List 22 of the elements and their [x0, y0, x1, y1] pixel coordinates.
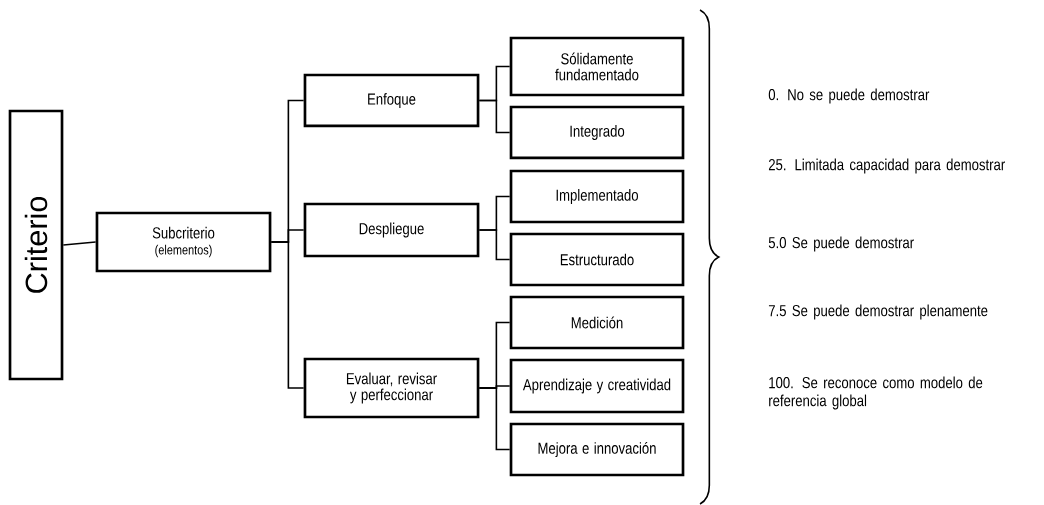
process-box: Integrado	[509, 105, 685, 160]
connector-line	[270, 241, 305, 389]
connector-line	[62, 241, 97, 246]
connector-line	[478, 229, 511, 261]
process-box: Sólidamente fundamentado	[509, 36, 685, 97]
process-box: Mejora e innovación	[509, 422, 685, 477]
score-level-text: 100. Se reconoce como modelo de referencia global	[769, 376, 983, 410]
process-box: Medición	[509, 295, 685, 350]
process-box: Aprendizaje y creatividad	[509, 358, 685, 414]
criterion-box: Criterio	[8, 109, 64, 381]
process-box: Despliegue	[303, 202, 480, 258]
score-level-text: 5.0 Se puede demostrar	[768, 236, 914, 252]
process-box: Subcriterio (elementos)	[95, 211, 272, 273]
process-box: Evaluar, revisar y perfeccionar	[303, 357, 480, 419]
process-box: Implementado	[509, 169, 685, 224]
score-level-text: 25. Limitada capacidad para demostrar	[768, 158, 1005, 174]
process-box: Enfoque	[303, 73, 480, 128]
process-box: Estructurado	[509, 232, 685, 287]
score-level-text: 0. No se puede demostrar	[768, 88, 930, 104]
score-level-text: 7.5 Se puede demostrar plenamente	[768, 304, 988, 320]
connector-line	[478, 387, 511, 451]
connector-line	[478, 99, 511, 134]
